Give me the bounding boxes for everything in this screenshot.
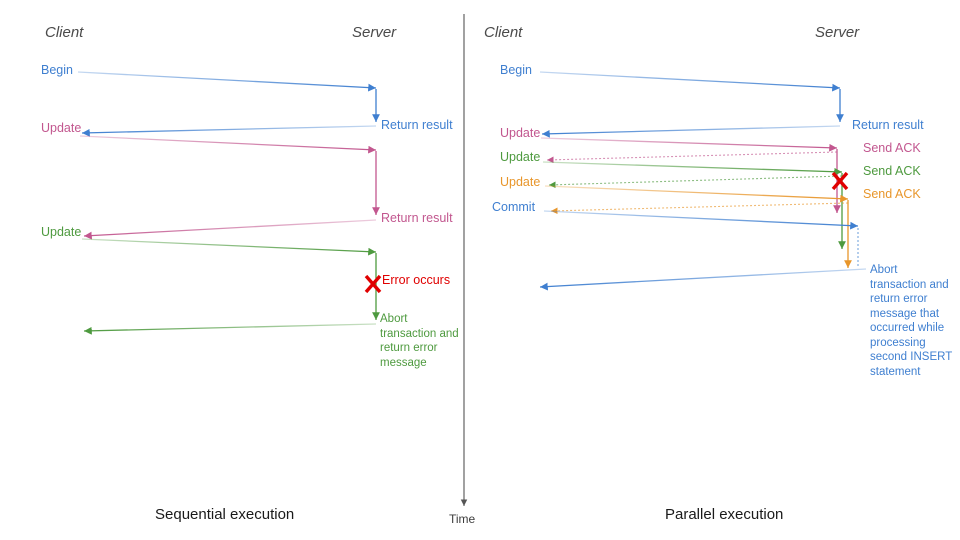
right-panel-caption: Parallel execution <box>665 506 784 523</box>
error-x-left <box>364 274 382 294</box>
right-abort-note: Abort transaction and return error messa… <box>870 264 953 378</box>
right-server-msg-ack-1: Send ACK <box>863 141 921 155</box>
arrow-abort-response-p <box>539 268 867 291</box>
ack-green-dotted <box>548 175 843 189</box>
left-client-msg-update-2: Update <box>41 225 82 239</box>
left-header-client: Client <box>45 24 84 41</box>
left-abort-note: Abort transaction and return error messa… <box>380 313 459 369</box>
time-axis-label: Time <box>449 512 476 526</box>
left-server-msg-return-result-1: Return result <box>381 118 453 132</box>
arrow-return-result-1 <box>81 125 377 137</box>
right-server-msg-ack-3: Send ACK <box>863 187 921 201</box>
arrow-update1-request <box>79 135 377 154</box>
arrow-return-result-p <box>541 125 841 138</box>
arrow-return-result-2 <box>83 219 377 240</box>
right-server-msg-ack-2: Send ACK <box>863 164 921 178</box>
arrow-update3-request-p <box>544 185 849 203</box>
ack-orange-dotted <box>550 202 849 215</box>
arrow-abort-response <box>83 323 377 335</box>
left-client-msg-update-1: Update <box>41 121 82 135</box>
left-header-server: Server <box>352 24 397 41</box>
arrow-update2-request-p <box>542 161 843 176</box>
right-server-msg-return-result: Return result <box>852 118 924 132</box>
right-client-msg-update-1: Update <box>500 126 541 140</box>
arrow-update2-request <box>81 238 377 256</box>
right-client-msg-update-2: Update <box>500 150 541 164</box>
left-client-msg-begin: Begin <box>41 63 73 77</box>
left-panel-arrows <box>77 71 380 335</box>
arrow-commit-request <box>543 210 859 230</box>
right-client-msg-update-3: Update <box>500 175 541 189</box>
right-panel-arrows <box>539 71 867 291</box>
error-x-right <box>831 171 849 191</box>
right-client-msg-commit: Commit <box>492 200 536 214</box>
right-header-client: Client <box>484 24 523 41</box>
right-header-server: Server <box>815 24 860 41</box>
right-client-msg-begin: Begin <box>500 63 532 77</box>
arrow-update1-request-p <box>540 137 838 152</box>
arrow-begin-request-p <box>539 71 841 92</box>
left-panel-caption: Sequential execution <box>155 506 295 523</box>
ack-pink-dotted <box>546 151 838 164</box>
left-server-msg-return-result-2: Return result <box>381 211 453 225</box>
arrow-begin-request <box>77 71 377 92</box>
left-error-label: Error occurs <box>382 273 451 287</box>
